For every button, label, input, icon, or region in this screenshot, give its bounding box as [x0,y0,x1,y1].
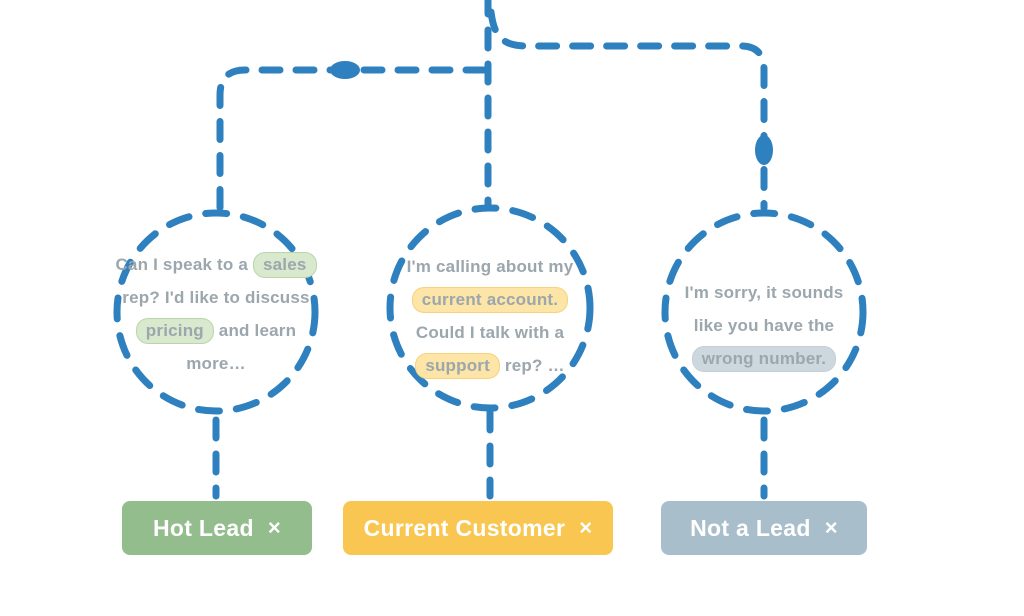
utterance-text: and learn more… [186,321,297,373]
highlight-support: support [415,353,500,379]
highlight-sales: sales [253,252,317,278]
utterance-node-current-customer[interactable]: I'm calling about my current account. Co… [390,250,590,382]
node-circle-not-a-lead [661,209,867,415]
tag-label: Not a Lead [690,514,811,541]
highlight-pricing: pricing [135,318,214,344]
node-circle-current-customer [386,204,594,412]
connector-left-branch [216,66,488,212]
junction-dot-right [755,135,773,165]
utterance-text: Can I speak to a [115,255,253,274]
utterance-node-not-a-lead[interactable]: I'm sorry, it sounds like you have the w… [668,276,860,375]
utterance-text: Could I talk with a [415,323,565,342]
junction-dot-left [330,61,360,79]
tag-label: Current Customer [363,514,566,541]
remove-tag-icon[interactable]: × [824,515,838,540]
tag-label: Hot Lead [153,514,254,541]
tag-hot-lead[interactable]: Hot Lead × [122,501,312,555]
tag-current-customer[interactable]: Current Customer × [343,501,613,555]
utterance-text: I'm calling about my [406,257,574,276]
highlight-current-account: current account. [411,287,569,313]
utterance-node-hot-lead[interactable]: Can I speak to a sales rep? I'd like to … [113,248,319,380]
tag-not-a-lead[interactable]: Not a Lead × [661,501,867,555]
remove-tag-icon[interactable]: × [579,515,593,540]
utterance-text: rep? … [499,356,565,375]
highlight-wrong-number: wrong number. [691,346,837,372]
utterance-text: rep? I'd like to discuss [122,288,310,307]
node-circle-hot-lead [113,209,319,415]
connector-right-branch [487,8,768,212]
utterance-text: I'm sorry, it sounds like you have the [684,283,844,335]
remove-tag-icon[interactable]: × [267,515,281,540]
